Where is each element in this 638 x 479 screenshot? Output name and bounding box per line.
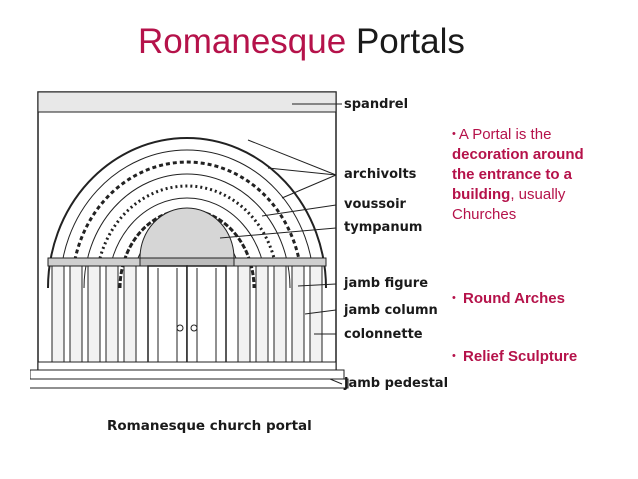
bullet-dot-icon: • [452, 128, 456, 140]
archivolt-rings [47, 137, 327, 289]
label-colonnette: colonnette [344, 327, 423, 342]
door-ring-right [190, 324, 198, 332]
label-jamb-column: jamb column [344, 303, 438, 318]
title-colored-word: Romanesque [138, 22, 347, 61]
bullet-relief-sculpture: • Relief Sculpture [452, 348, 578, 365]
lintel [139, 257, 235, 267]
label-voussoir: voussoir [344, 197, 406, 212]
door-right [186, 265, 227, 377]
slide-title: Romanesque Portals [138, 20, 465, 64]
label-tympanum: tympanum [344, 220, 423, 235]
label-jamb-figure: jamb figure [344, 276, 429, 291]
label-jamb-pedestal: jamb pedestal [344, 376, 449, 391]
title-plain-word: Portals [355, 22, 465, 61]
steps [30, 361, 349, 389]
label-spandrel: spandrel [344, 97, 409, 112]
portal-illustration [30, 88, 430, 448]
figure-caption: Romanesque church portal [107, 418, 312, 434]
spandrel-band [37, 91, 337, 113]
bullet-dot-icon: • [452, 292, 456, 304]
tympanum-area [139, 207, 235, 259]
leader-lines [219, 103, 343, 385]
jamb-columns-left [51, 265, 137, 363]
jamb-columns-right [237, 265, 323, 363]
bullet-dot-icon: • [452, 350, 456, 362]
door-ring-left [176, 324, 184, 332]
label-archivolts: archivolts [344, 167, 417, 182]
portal-drawing [30, 91, 349, 389]
door-left [147, 265, 188, 377]
bullet-round-arches: • Round Arches [452, 290, 565, 307]
bullet-portal-definition: •A Portal is the decoration around the e… [452, 126, 584, 223]
